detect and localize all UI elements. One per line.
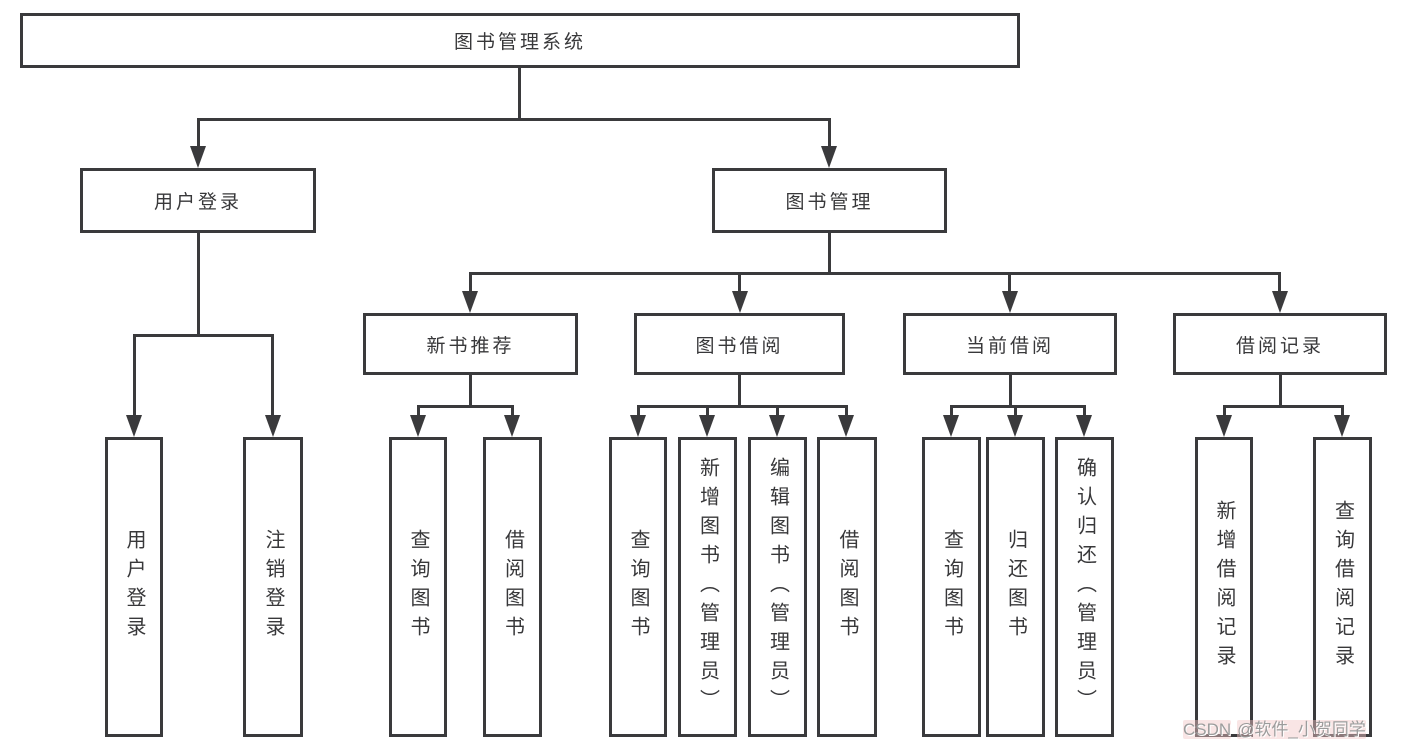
leaf-query-book-recommend: 查询图书 — [389, 437, 447, 737]
connector-line — [469, 375, 472, 407]
leaf-confirm-return-admin-label: 确认归还（管理员） — [1073, 456, 1096, 718]
arrowhead-down-icon — [821, 146, 837, 168]
node-new-book-recommend-label: 新书推荐 — [426, 335, 515, 357]
leaf-add-borrow-record: 新增借阅记录 — [1195, 437, 1253, 737]
node-borrow-record-label: 借阅记录 — [1235, 335, 1324, 357]
leaf-user-login-label: 用户登录 — [123, 529, 145, 645]
connector-line — [197, 118, 200, 148]
leaf-add-book-admin-label: 新增图书（管理员） — [696, 456, 719, 718]
leaf-query-book-borrow: 查询图书 — [609, 437, 667, 737]
connector-line — [417, 405, 514, 408]
leaf-borrow-book-label: 借阅图书 — [836, 529, 858, 645]
arrowhead-down-icon — [504, 415, 520, 437]
connector-line — [1279, 375, 1282, 407]
leaf-add-book-admin: 新增图书（管理员） — [678, 437, 737, 737]
arrowhead-down-icon — [265, 415, 281, 437]
leaf-query-borrow-record-label: 查询借阅记录 — [1331, 500, 1354, 674]
leaf-confirm-return-admin: 确认归还（管理员） — [1055, 437, 1114, 737]
leaf-edit-book-admin: 编辑图书（管理员） — [748, 437, 807, 737]
connector-line — [1014, 405, 1017, 417]
arrowhead-down-icon — [126, 415, 142, 437]
node-new-book-recommend: 新书推荐 — [363, 313, 578, 375]
connector-line — [637, 405, 640, 417]
connector-line — [1083, 405, 1086, 417]
arrowhead-down-icon — [699, 415, 715, 437]
connector-line — [271, 334, 274, 417]
connector-line — [1278, 272, 1281, 294]
connector-line — [1008, 272, 1011, 294]
leaf-add-borrow-record-label: 新增借阅记录 — [1213, 500, 1235, 674]
node-user-login: 用户登录 — [80, 168, 316, 233]
leaf-borrow-book-recommend: 借阅图书 — [483, 437, 542, 737]
node-book-management: 图书管理 — [712, 168, 947, 233]
node-book-borrow-label: 图书借阅 — [695, 335, 784, 357]
connector-line — [197, 233, 200, 337]
csdn-watermark-handle: @软件_小贺同学 — [1237, 720, 1366, 739]
arrowhead-down-icon — [1076, 415, 1092, 437]
connector-line — [518, 68, 521, 120]
arrowhead-down-icon — [769, 415, 785, 437]
leaf-borrow-book-recommend-label: 借阅图书 — [501, 529, 524, 645]
node-book-management-label: 图书管理 — [785, 192, 874, 213]
arrowhead-down-icon — [732, 291, 748, 313]
connector-line — [950, 405, 953, 417]
leaf-query-borrow-record: 查询借阅记录 — [1313, 437, 1372, 737]
connector-line — [417, 405, 420, 417]
arrowhead-down-icon — [1272, 291, 1288, 313]
connector-line — [776, 405, 779, 417]
connector-line — [1341, 405, 1344, 417]
leaf-query-book-current-label: 查询图书 — [940, 529, 963, 645]
connector-line — [637, 405, 848, 408]
connector-line — [1223, 405, 1226, 417]
node-root-label: 图书管理系统 — [453, 32, 586, 53]
node-user-login-label: 用户登录 — [153, 192, 242, 213]
connector-line — [511, 405, 514, 417]
node-root-system: 图书管理系统 — [20, 13, 1020, 68]
connector-line — [133, 334, 274, 337]
leaf-query-book-current: 查询图书 — [922, 437, 981, 737]
connector-line — [469, 272, 472, 294]
connector-line — [1009, 375, 1012, 407]
arrowhead-down-icon — [1002, 291, 1018, 313]
connector-line — [197, 118, 831, 121]
node-borrow-record: 借阅记录 — [1173, 313, 1387, 375]
arrowhead-down-icon — [410, 415, 426, 437]
leaf-edit-book-admin-label: 编辑图书（管理员） — [766, 456, 789, 718]
node-current-borrow-label: 当前借阅 — [965, 335, 1054, 357]
arrowhead-down-icon — [462, 291, 478, 313]
arrowhead-down-icon — [1007, 415, 1023, 437]
leaf-query-book-borrow-label: 查询图书 — [627, 529, 649, 645]
csdn-watermark: CSDN @软件_小贺同学 — [1183, 715, 1366, 740]
node-current-borrow: 当前借阅 — [903, 313, 1117, 375]
leaf-logout: 注销登录 — [243, 437, 303, 737]
leaf-return-book: 归还图书 — [986, 437, 1045, 737]
connector-line — [738, 375, 741, 407]
connector-line — [706, 405, 709, 417]
leaf-user-login: 用户登录 — [105, 437, 163, 737]
arrowhead-down-icon — [1216, 415, 1232, 437]
arrowhead-down-icon — [1334, 415, 1350, 437]
leaf-logout-label: 注销登录 — [262, 529, 284, 645]
connector-line — [828, 233, 831, 274]
node-book-borrow: 图书借阅 — [634, 313, 845, 375]
connector-line — [950, 405, 1086, 408]
connector-line — [469, 272, 1281, 275]
leaf-return-book-label: 归还图书 — [1004, 529, 1027, 645]
arrowhead-down-icon — [838, 415, 854, 437]
connector-line — [845, 405, 848, 417]
connector-line — [1223, 405, 1344, 408]
connector-line — [133, 334, 136, 417]
connector-line — [828, 118, 831, 148]
arrowhead-down-icon — [190, 146, 206, 168]
leaf-query-book-recommend-label: 查询图书 — [407, 529, 429, 645]
connector-line — [738, 272, 741, 294]
leaf-borrow-book: 借阅图书 — [817, 437, 877, 737]
arrowhead-down-icon — [630, 415, 646, 437]
arrowhead-down-icon — [943, 415, 959, 437]
csdn-watermark-prefix: CSDN — [1183, 720, 1232, 739]
